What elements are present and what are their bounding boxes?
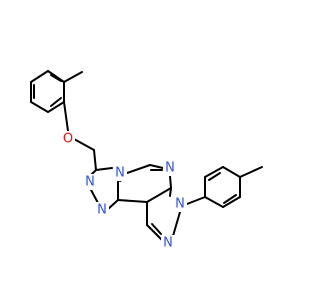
atom-n4: N — [163, 160, 177, 176]
bond-line — [50, 74, 62, 82]
atom-n1: N — [83, 174, 97, 190]
bond-line — [93, 149, 97, 171]
bond-line — [146, 224, 163, 241]
bond-line — [126, 164, 151, 174]
bond-line — [204, 166, 224, 178]
nitrogen-label: N — [97, 203, 107, 218]
bond-line — [204, 196, 224, 208]
bond-line — [223, 194, 237, 204]
atom-n5: N — [173, 196, 187, 212]
molecule-canvas: O N N N N N N — [30, 70, 263, 251]
bond-line — [239, 166, 263, 178]
atom-n3: N — [95, 202, 109, 218]
bond-line — [63, 71, 83, 83]
bond-line — [186, 196, 206, 205]
bond-line — [222, 196, 241, 208]
bond-line — [117, 199, 148, 203]
bond-line — [50, 97, 62, 107]
bond-line — [146, 187, 172, 203]
bond-layer — [30, 70, 263, 241]
atom-n2: N — [113, 165, 127, 181]
nitrogen-label: N — [115, 166, 125, 181]
nitrogen-label: N — [163, 236, 173, 251]
atom-o1: O — [61, 131, 75, 147]
bond-line — [89, 187, 99, 204]
bond-line — [30, 70, 49, 83]
bond-line — [208, 172, 221, 181]
bond-line — [63, 101, 69, 132]
bond-line — [169, 175, 172, 189]
bond-line — [151, 223, 162, 235]
bond-line — [47, 101, 65, 113]
atom-n6: N — [161, 235, 175, 251]
molecule-structure: O N N N N N N — [30, 70, 263, 251]
nitrogen-label: N — [85, 175, 95, 190]
oxygen-label: O — [63, 132, 73, 147]
bond-line — [73, 138, 95, 151]
bond-line — [222, 166, 241, 178]
bond-line — [169, 187, 172, 197]
nitrogen-label: N — [175, 197, 185, 212]
nitrogen-label: N — [165, 161, 175, 176]
bond-line — [95, 167, 113, 171]
bond-line — [172, 211, 181, 237]
bond-line — [30, 101, 49, 113]
bond-line — [149, 164, 164, 169]
